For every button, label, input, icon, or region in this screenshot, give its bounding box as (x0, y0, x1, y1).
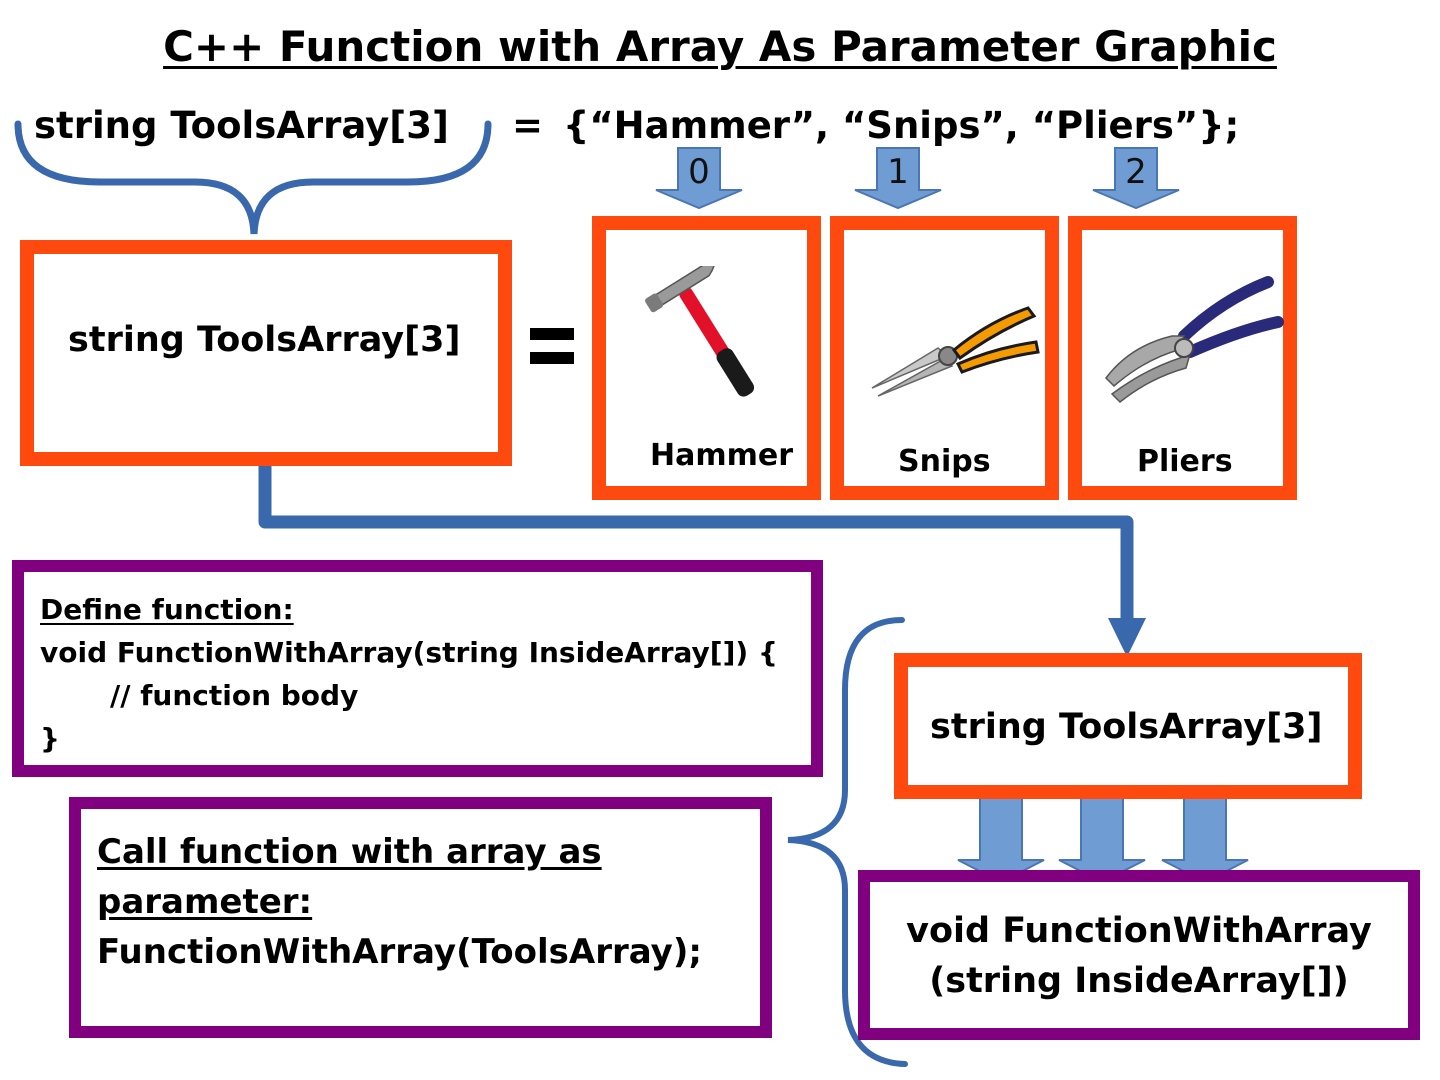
parameter-line1: void FunctionWithArray (906, 911, 1372, 951)
declaration-initializer: {“Hammer”, “Snips”, “Pliers”}; (563, 104, 1240, 147)
index-label-0: 0 (688, 152, 710, 192)
define-close-brace: } (40, 722, 60, 755)
parameter-box: void FunctionWithArray (string InsideArr… (858, 870, 1420, 1040)
array-box: string ToolsArray[3] (20, 240, 512, 466)
call-brace (787, 617, 908, 1067)
call-code: FunctionWithArray(ToolsArray); (97, 932, 702, 972)
declaration-left: string ToolsArray[3] (34, 104, 449, 147)
parameter-line2: (string InsideArray[]) (929, 961, 1349, 1001)
declaration-brace (14, 120, 492, 235)
index-arrow-2: 2 (1091, 146, 1181, 210)
define-signature: void FunctionWithArray(string InsideArra… (40, 636, 778, 669)
define-heading: Define function: (40, 593, 294, 626)
define-body-comment: // function body (110, 679, 359, 712)
element-label-0: Hammer (650, 438, 794, 473)
index-label-1: 1 (887, 152, 909, 192)
element-label-2: Pliers (1137, 444, 1233, 479)
call-heading-line1: Call function with array as (97, 832, 602, 872)
element-box-2: Pliers (1068, 216, 1297, 500)
passed-array-box: string ToolsArray[3] (894, 653, 1362, 799)
element-pass-arrow-0 (957, 793, 1045, 884)
pass-connector-arrowhead (1108, 618, 1146, 657)
passed-array-label: string ToolsArray[3] (930, 707, 1323, 747)
element-pass-arrow-2 (1161, 793, 1249, 884)
hammer-icon (645, 266, 755, 397)
call-heading-line2: parameter: (97, 882, 313, 922)
call-function-box: Call function with array as parameter: F… (69, 797, 772, 1038)
declaration-equals: = (512, 104, 544, 147)
pliers-icon (1105, 276, 1284, 404)
index-label-2: 2 (1125, 152, 1147, 192)
snips-icon (871, 306, 1040, 397)
define-function-box: Define function: void FunctionWithArray(… (12, 560, 823, 777)
equals-sign (530, 328, 574, 364)
element-box-0: Hammer (592, 216, 821, 500)
page-title: C++ Function with Array As Parameter Gra… (163, 22, 1277, 71)
array-box-label: string ToolsArray[3] (68, 320, 461, 360)
index-arrow-0: 0 (654, 146, 744, 210)
element-box-1: Snips (830, 216, 1059, 500)
element-label-1: Snips (898, 444, 991, 479)
element-pass-arrow-1 (1058, 793, 1146, 884)
index-arrow-1: 1 (853, 146, 943, 210)
pass-connector (258, 462, 1134, 622)
